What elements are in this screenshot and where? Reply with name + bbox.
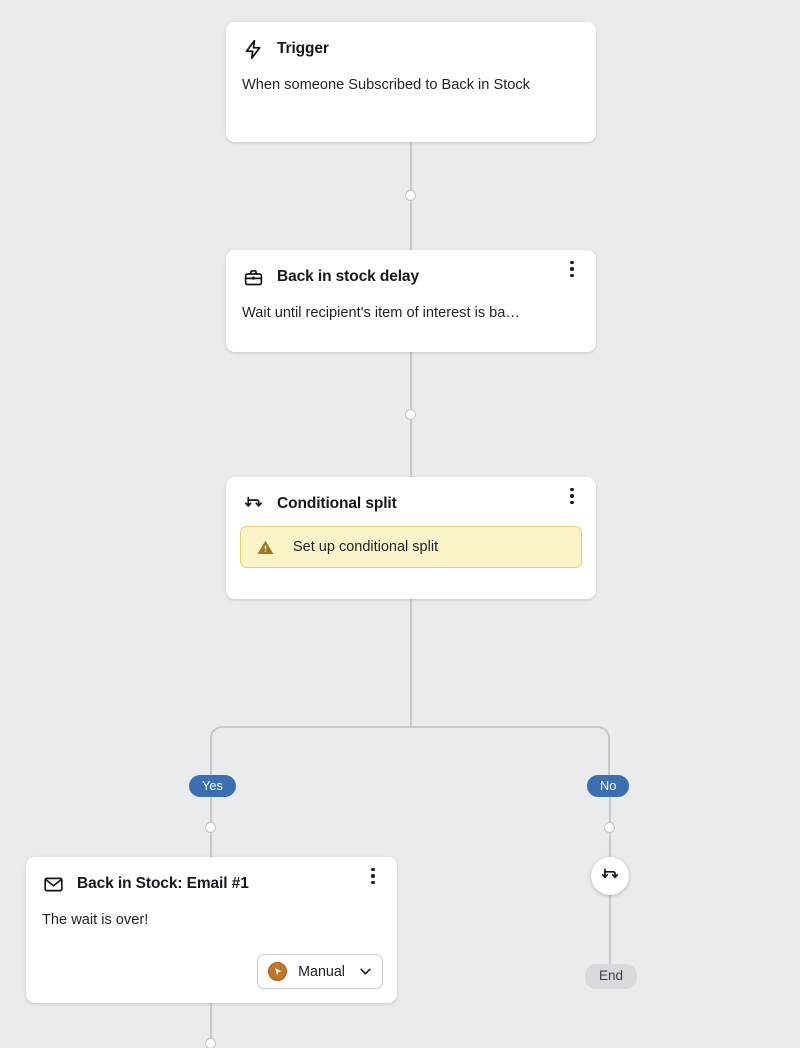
connector-dot-yes[interactable] — [205, 822, 216, 833]
trigger-card-header: Trigger — [226, 22, 596, 60]
setup-warning-banner[interactable]: Set up conditional split — [240, 526, 582, 568]
end-badge[interactable]: End — [585, 964, 638, 989]
connector-dot-2[interactable] — [405, 409, 416, 420]
lightning-bolt-icon — [242, 38, 264, 60]
email-card-header: Back in Stock: Email #1 — [26, 857, 397, 895]
conditional-split-card[interactable]: Conditional split Set up conditional spl… — [226, 477, 596, 599]
no-branch-split-node[interactable] — [591, 857, 629, 895]
split-arrows-icon — [600, 866, 620, 886]
setup-warning-text: Set up conditional split — [293, 539, 439, 555]
envelope-icon — [42, 873, 64, 895]
connector-no-node-to-end — [609, 893, 611, 968]
delay-card[interactable]: Back in stock delay Wait until recipient… — [226, 250, 596, 352]
send-mode-value: Manual — [298, 963, 345, 980]
warning-triangle-icon — [255, 537, 275, 557]
conditional-split-header: Conditional split — [226, 477, 596, 515]
send-mode-row: Manual — [257, 954, 383, 989]
cursor-pointer-icon — [268, 962, 288, 981]
split-arrows-icon — [242, 493, 264, 515]
conditional-split-warning-wrap: Set up conditional split — [226, 515, 596, 583]
trigger-title: Trigger — [277, 40, 329, 57]
connector-split-to-branch — [410, 598, 412, 728]
kebab-menu-icon[interactable] — [363, 865, 383, 887]
chevron-down-icon[interactable] — [358, 964, 373, 979]
kebab-menu-icon[interactable] — [562, 485, 582, 507]
branch-label-no[interactable]: No — [587, 775, 630, 797]
kebab-menu-icon[interactable] — [562, 258, 582, 280]
connector-dot-bottom[interactable] — [205, 1038, 216, 1048]
branch-connector — [210, 726, 610, 788]
trigger-card[interactable]: Trigger When someone Subscribed to Back … — [226, 22, 596, 142]
email-card[interactable]: Back in Stock: Email #1 The wait is over… — [26, 857, 397, 1003]
delay-title: Back in stock delay — [277, 268, 419, 285]
delay-description: Wait until recipient's item of interest … — [242, 305, 521, 321]
send-mode-select[interactable]: Manual — [257, 954, 383, 989]
trigger-description: When someone Subscribed to Back in Stock — [242, 77, 530, 93]
email-description: The wait is over! — [42, 912, 149, 928]
connector-email-down — [210, 1003, 212, 1048]
email-title: Back in Stock: Email #1 — [77, 875, 249, 892]
conditional-split-title: Conditional split — [277, 495, 397, 512]
connector-dot-1[interactable] — [405, 190, 416, 201]
connector-dot-no[interactable] — [604, 822, 615, 833]
delay-card-header: Back in stock delay — [226, 250, 596, 288]
branch-label-yes[interactable]: Yes — [189, 775, 236, 797]
toolbox-icon — [242, 266, 264, 288]
